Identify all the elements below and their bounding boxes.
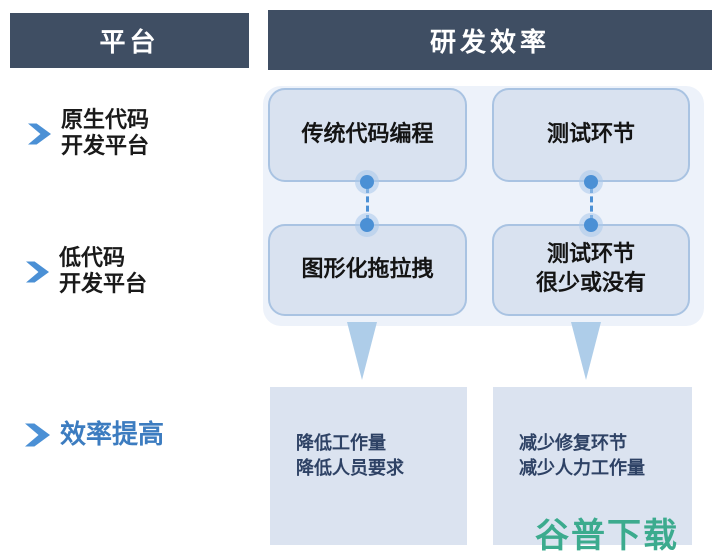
connector-dot	[584, 218, 598, 232]
row-efficiency-gain: 效率提高	[25, 422, 164, 448]
down-arrow-icon	[347, 322, 377, 380]
down-arrow-icon	[571, 322, 601, 380]
box-graphical-dragdrop-label: 图形化拖拉拽	[301, 256, 434, 282]
lowcode-platform-label: 低代码 开发平台	[59, 246, 148, 297]
box-testing-phase-label: 测试环节	[546, 121, 635, 147]
chevron-right-icon	[28, 123, 51, 145]
row-native-code-platform: 原生代码 开发平台	[28, 108, 149, 160]
result-box-left: 降低工作量 降低人员要求	[270, 387, 467, 545]
efficiency-gain-label: 效率提高	[60, 420, 165, 450]
header-efficiency-label: 研发效率	[429, 27, 550, 58]
header-efficiency: 研发效率	[268, 10, 712, 70]
box-traditional-coding: 传统代码编程	[268, 88, 467, 182]
box-testing-minimal: 测试环节 很少或没有	[492, 224, 690, 316]
connector-dot	[360, 175, 374, 189]
connector-dot	[584, 175, 598, 189]
result-box-right: 减少修复环节 减少人力工作量	[493, 387, 692, 545]
connector-dot	[360, 218, 374, 232]
native-platform-label: 原生代码 开发平台	[61, 108, 150, 159]
box-graphical-dragdrop: 图形化拖拉拽	[268, 224, 467, 316]
connector-dashed-line	[590, 187, 593, 221]
chevron-right-icon	[25, 423, 50, 447]
row-lowcode-platform: 低代码 开发平台	[26, 246, 147, 298]
box-testing-phase: 测试环节	[492, 88, 690, 182]
chevron-right-icon	[26, 261, 49, 283]
box-traditional-coding-label: 传统代码编程	[301, 121, 434, 147]
header-platform-label: 平台	[99, 28, 160, 58]
watermark: 谷普下载	[535, 516, 679, 554]
header-platform: 平台	[10, 13, 249, 68]
connector-dashed-line	[366, 187, 369, 221]
